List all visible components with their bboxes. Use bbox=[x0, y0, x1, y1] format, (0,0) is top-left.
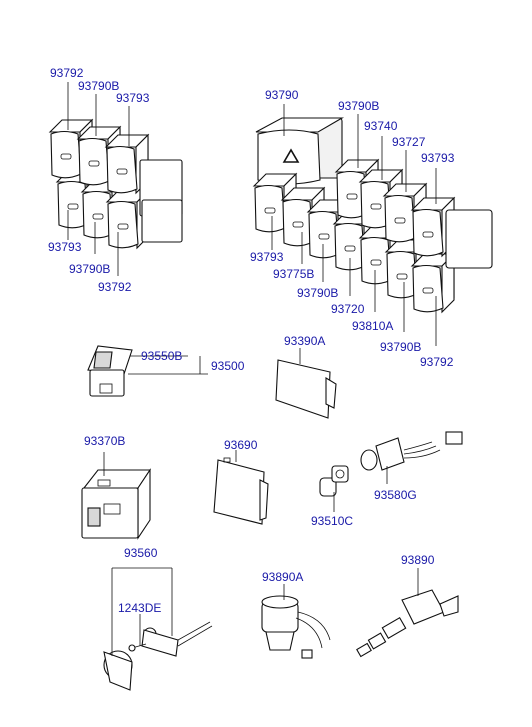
part-label-93720[interactable]: 93720 bbox=[331, 302, 365, 316]
part-label-93370b[interactable]: 93370B bbox=[84, 434, 126, 448]
part-label-93790b[interactable]: 93790B bbox=[69, 262, 111, 276]
part-label-93790b[interactable]: 93790B bbox=[297, 286, 339, 300]
part-93500-switch bbox=[87, 345, 133, 397]
part-label-93792[interactable]: 93792 bbox=[420, 355, 454, 369]
part-label-93890a[interactable]: 93890A bbox=[262, 570, 304, 584]
part-93890A-sensor bbox=[261, 595, 331, 659]
part-label-93500[interactable]: 93500 bbox=[211, 359, 245, 373]
part-93690-cover bbox=[213, 457, 269, 525]
leader-lines bbox=[67, 82, 437, 656]
switch-block-right bbox=[253, 117, 493, 313]
part-93510C-bulb bbox=[319, 465, 349, 497]
part-label-93793[interactable]: 93793 bbox=[48, 240, 82, 254]
part-label-93793[interactable]: 93793 bbox=[421, 151, 455, 165]
part-label-93510c[interactable]: 93510C bbox=[311, 514, 354, 528]
part-93580G-switch bbox=[360, 431, 463, 471]
part-93390A-cover bbox=[275, 359, 337, 419]
part-label-93550b[interactable]: 93550B bbox=[141, 349, 183, 363]
part-label-93690[interactable]: 93690 bbox=[224, 438, 258, 452]
part-93370B-housing bbox=[81, 468, 152, 540]
part-93560-assembly bbox=[103, 621, 213, 691]
part-label-93792[interactable]: 93792 bbox=[98, 280, 132, 294]
part-label-93810a[interactable]: 93810A bbox=[352, 319, 394, 333]
part-label-93792[interactable]: 93792 bbox=[50, 66, 84, 80]
part-label-93790[interactable]: 93790 bbox=[265, 88, 299, 102]
part-label-93775b[interactable]: 93775B bbox=[273, 267, 315, 281]
part-93890-sender bbox=[356, 589, 459, 658]
part-label-93793[interactable]: 93793 bbox=[250, 250, 284, 264]
part-label-93580g[interactable]: 93580G bbox=[374, 488, 417, 502]
part-label-93390a[interactable]: 93390A bbox=[284, 334, 326, 348]
switch-block-left bbox=[49, 119, 183, 249]
part-label-1243de[interactable]: 1243DE bbox=[118, 601, 162, 615]
part-label-93890[interactable]: 93890 bbox=[401, 553, 435, 567]
part-label-93790b[interactable]: 93790B bbox=[380, 340, 422, 354]
part-label-93793[interactable]: 93793 bbox=[116, 91, 150, 105]
part-label-93727[interactable]: 93727 bbox=[392, 135, 426, 149]
part-label-93740[interactable]: 93740 bbox=[364, 119, 398, 133]
part-label-93790b[interactable]: 93790B bbox=[78, 79, 120, 93]
part-label-93560[interactable]: 93560 bbox=[124, 546, 158, 560]
part-label-93790b[interactable]: 93790B bbox=[338, 99, 380, 113]
